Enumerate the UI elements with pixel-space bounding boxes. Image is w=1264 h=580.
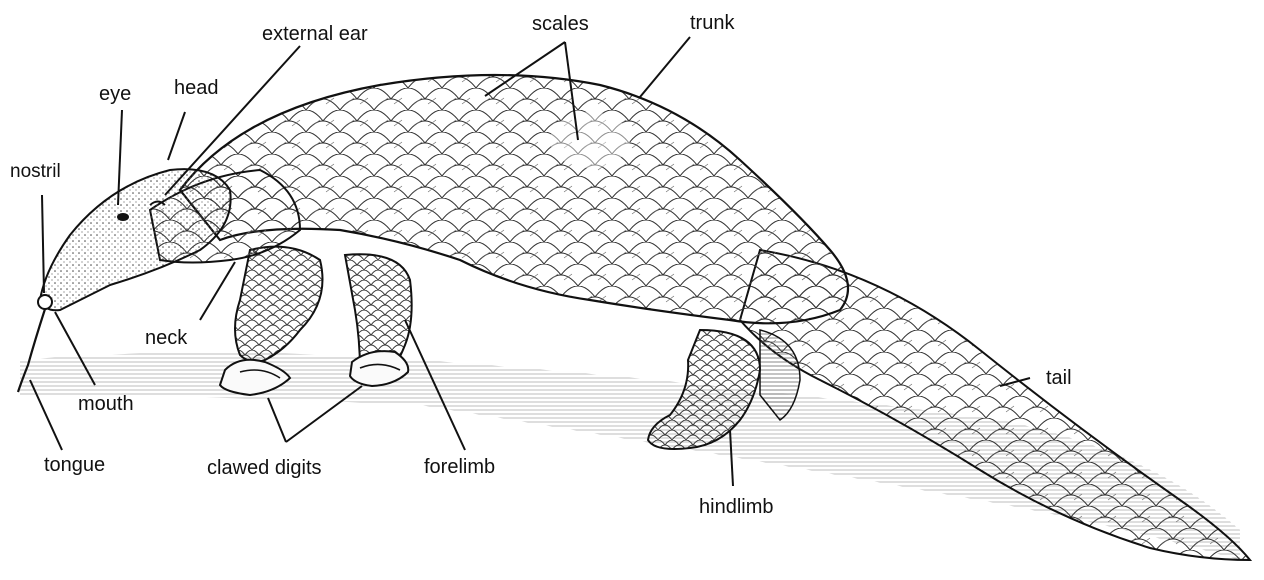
label-forelimb: forelimb — [424, 457, 495, 477]
label-external-ear: external ear — [262, 24, 368, 44]
label-neck: neck — [145, 328, 187, 348]
label-clawed-digits: clawed digits — [207, 458, 322, 478]
label-mouth: mouth — [78, 394, 134, 414]
label-hindlimb: hindlimb — [699, 497, 773, 517]
label-nostril: nostril — [10, 162, 61, 181]
label-tail: tail — [1046, 368, 1072, 388]
label-scales: scales — [532, 14, 589, 34]
label-trunk: trunk — [690, 13, 734, 33]
label-eye: eye — [99, 84, 131, 104]
label-tongue: tongue — [44, 455, 105, 475]
label-head: head — [174, 78, 219, 98]
